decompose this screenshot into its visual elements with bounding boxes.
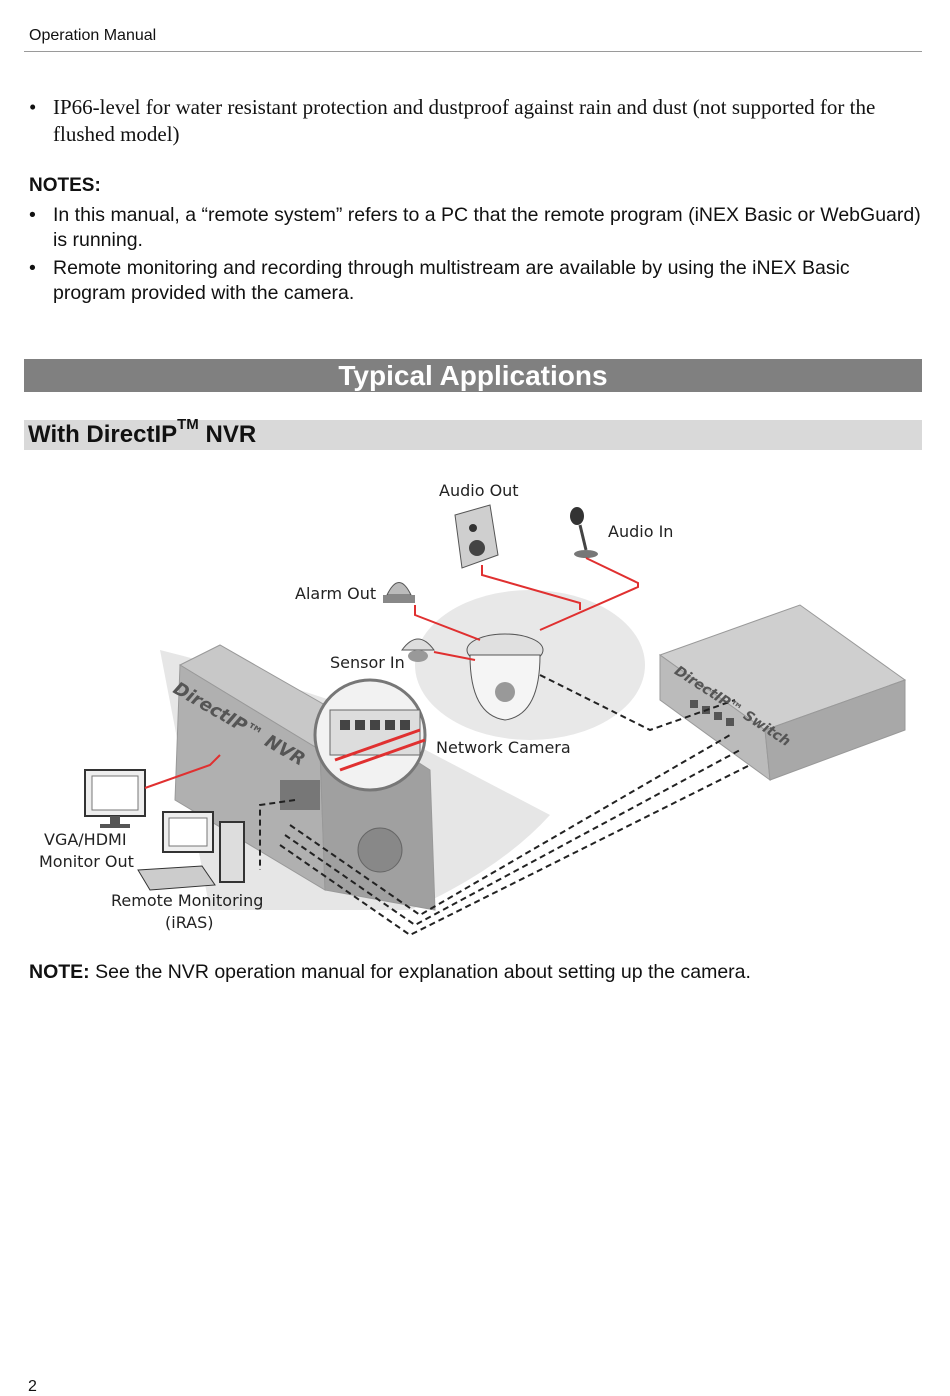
subsection-title-main: With DirectIP (28, 421, 178, 448)
port-magnifier (313, 678, 427, 792)
note-item: • In this manual, a “remote system” refe… (29, 203, 924, 253)
microphone-icon (570, 507, 598, 558)
label-audio-in: Audio In (608, 522, 674, 541)
bottom-note: NOTE: See the NVR operation manual for e… (29, 961, 751, 984)
bottom-note-text: See the NVR operation manual for explana… (89, 961, 751, 983)
bottom-note-label: NOTE: (29, 961, 90, 983)
speaker-icon (454, 504, 499, 569)
monitor-icon (84, 769, 146, 828)
subsection-title-bar: With DirectIPTM NVR (24, 417, 922, 450)
diagram-graphics (84, 504, 907, 937)
label-audio-out: Audio Out (439, 481, 519, 500)
label-iras: (iRAS) (165, 913, 214, 932)
label-monitor-out: Monitor Out (39, 852, 134, 871)
signal-lines (144, 557, 639, 789)
pc-icon (137, 811, 245, 891)
header-divider (24, 51, 922, 52)
label-vga-hdmi: VGA/HDMI (44, 830, 127, 849)
page-number: 2 (28, 1378, 37, 1395)
note-item: • Remote monitoring and recording throug… (29, 256, 924, 306)
bullet-marker: • (29, 204, 36, 226)
bullet-marker: • (29, 95, 37, 119)
bullet-marker: • (29, 257, 36, 279)
sensor-icon (401, 638, 435, 662)
label-alarm-out: Alarm Out (295, 584, 377, 603)
section-title-bar: Typical Applications (24, 359, 922, 392)
alarm-light-icon (383, 582, 415, 603)
label-remote-monitoring: Remote Monitoring (111, 891, 264, 910)
trademark-sup: TM (177, 416, 199, 433)
subsection-title: With DirectIPTM NVR (24, 417, 257, 448)
connection-diagram: Audio Out Audio In Alarm Out Sensor In N… (30, 470, 920, 940)
page-header-title: Operation Manual (29, 27, 157, 44)
feature-bullet: • IP66-level for water resistant protect… (29, 94, 924, 148)
dome-camera-icon (466, 633, 544, 721)
section-title: Typical Applications (338, 360, 608, 391)
note-item-text: Remote monitoring and recording through … (53, 257, 850, 304)
notes-heading: NOTES: (29, 175, 101, 196)
label-sensor-in: Sensor In (330, 653, 405, 672)
note-item-text: In this manual, a “remote system” refers… (53, 204, 921, 251)
network-lines (259, 674, 751, 937)
feature-bullet-text: IP66-level for water resistant protectio… (53, 95, 876, 146)
label-network-camera: Network Camera (436, 738, 571, 757)
subsection-title-tail: NVR (198, 421, 257, 448)
switch-device (658, 604, 907, 782)
